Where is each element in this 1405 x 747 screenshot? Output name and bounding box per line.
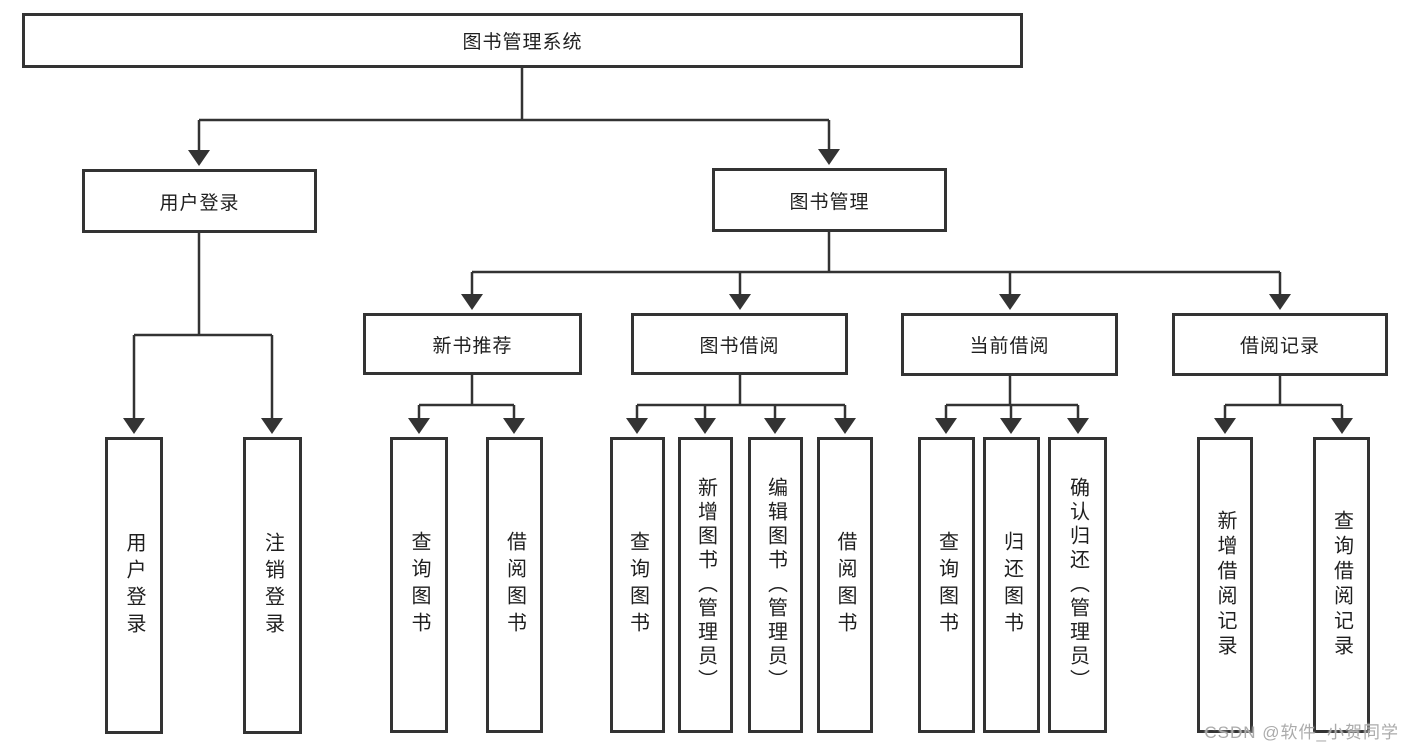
leaf-query-books-borrow-label: 查询图书	[626, 531, 649, 639]
leaf-logout-login: 注销登录	[243, 437, 302, 734]
leaf-query-books-recommend: 查询图书	[390, 437, 448, 733]
leaf-query-books-current: 查询图书	[918, 437, 975, 733]
leaf-user-login-label: 用户登录	[123, 531, 145, 640]
leaf-add-borrow-record: 新增借阅记录	[1197, 437, 1253, 733]
leaf-query-books-current-label: 查询图书	[935, 531, 958, 639]
node-borrow-records: 借阅记录	[1172, 313, 1388, 376]
leaf-borrow-book: 借阅图书	[817, 437, 873, 733]
leaf-return-book-label: 归还图书	[1000, 531, 1023, 639]
leaf-confirm-return-admin-label: 确认归还（管理员）	[1066, 477, 1089, 693]
leaf-query-borrow-record: 查询借阅记录	[1313, 437, 1370, 733]
leaf-confirm-return-admin: 确认归还（管理员）	[1048, 437, 1107, 733]
csdn-watermark: CSDN @软件_小贺同学	[1204, 723, 1399, 742]
leaf-query-books-recommend-label: 查询图书	[408, 531, 430, 639]
node-current-borrow: 当前借阅	[901, 313, 1118, 376]
leaf-add-book-admin: 新增图书（管理员）	[678, 437, 733, 733]
leaf-return-book: 归还图书	[983, 437, 1040, 733]
leaf-add-borrow-record-label: 新增借阅记录	[1214, 510, 1236, 660]
leaf-add-book-admin-label: 新增图书（管理员）	[694, 477, 717, 693]
leaf-borrow-books-recommend-label: 借阅图书	[503, 531, 526, 639]
node-book-borrow: 图书借阅	[631, 313, 848, 375]
leaf-query-books-borrow: 查询图书	[610, 437, 665, 733]
leaf-query-borrow-record-label: 查询借阅记录	[1330, 510, 1353, 660]
leaf-edit-book-admin: 编辑图书（管理员）	[748, 437, 803, 733]
leaf-edit-book-admin-label: 编辑图书（管理员）	[764, 477, 787, 693]
leaf-logout-login-label: 注销登录	[261, 531, 284, 640]
node-user-login: 用户登录	[82, 169, 317, 233]
node-book-management: 图书管理	[712, 168, 947, 232]
leaf-borrow-books-recommend: 借阅图书	[486, 437, 543, 733]
node-new-book-recommend: 新书推荐	[363, 313, 582, 375]
node-library-system-root: 图书管理系统	[22, 13, 1023, 68]
leaf-borrow-book-label: 借阅图书	[834, 531, 856, 639]
leaf-user-login: 用户登录	[105, 437, 163, 734]
